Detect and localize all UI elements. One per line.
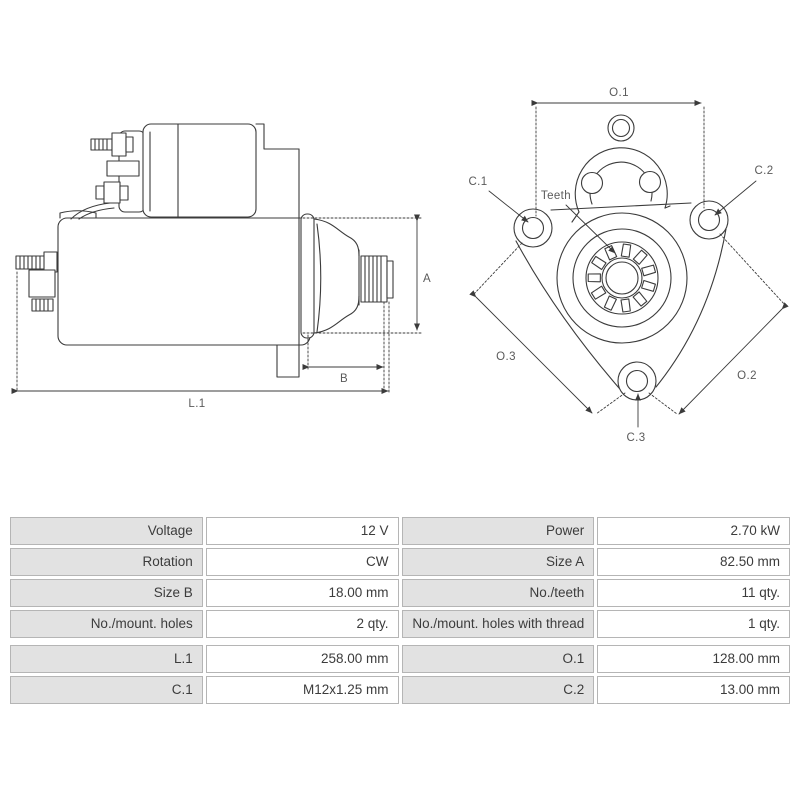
spec-value-l1: 258.00 mm [205,645,399,673]
mount-hole-c3 [625,369,649,393]
gear-tooth [591,255,607,271]
dim-line-o2 [648,233,789,415]
leader-line-c2 [714,180,757,216]
spec-label-mount-holes: No./mount. holes [10,610,203,638]
dim-label-c2: C.2 [754,165,773,177]
spec-value-size-a: 82.50 mm [597,548,790,576]
dim-line-a [302,214,422,334]
mount-hole-c1 [521,216,545,240]
spec-value-mount-holes-thread: 1 qty. [597,610,790,638]
gear-tooth [641,279,656,292]
dim-label-o3: O.3 [496,351,516,363]
spec-value-c2: 13.00 mm [597,676,790,704]
gear-tooth [632,249,648,265]
spec-label-teeth: No./teeth [401,579,595,607]
spec-table: Voltage 12 V Power 2.70 kW Rotation CW S… [10,517,790,704]
spec-label-mount-holes-thread: No./mount. holes with thread [401,610,595,638]
mounting-holes [521,208,721,393]
gear-tooth [590,285,607,300]
spec-value-rotation: CW [205,548,399,576]
gear-tooth [603,295,617,311]
spec-label-size-b: Size B [10,579,203,607]
spec-value-power: 2.70 kW [597,517,790,545]
spec-label-l1: L.1 [10,645,203,673]
technical-diagram: A B L.1 [11,87,789,444]
motor-body [57,210,311,346]
gear-tooth [641,264,657,277]
gear-tooth [632,291,648,307]
dim-line-o1 [531,100,705,217]
dim-label-c3: C.3 [626,432,645,444]
solenoid-wire [70,202,115,220]
drive-housing-bracket [255,123,300,378]
dim-label-b: B [340,373,348,385]
spec-value-o1: 128.00 mm [597,645,790,673]
spec-label-power: Power [401,517,595,545]
mount-hole-c2 [697,208,721,232]
gear-tooth [587,273,601,283]
spec-value-size-b: 18.00 mm [205,579,399,607]
gear-icon [587,243,657,313]
solenoid-terminals [70,132,140,220]
dim-label-c1: C.1 [468,176,487,188]
spec-label-o1: O.1 [401,645,595,673]
spec-value-voltage: 12 V [205,517,399,545]
dim-label-o2: O.2 [737,370,757,382]
dim-line-o3 [469,242,626,415]
spec-label-size-a: Size A [401,548,595,576]
spec-label-rotation: Rotation [10,548,203,576]
top-arch [571,114,671,223]
dim-label-l1: L.1 [188,398,205,410]
front-view-drawing: O.1 O.3 O.2 C.1 C.2 C.3 [468,87,789,444]
spec-value-teeth: 11 qty. [597,579,790,607]
spec-label-c2: C.2 [401,676,595,704]
dim-label-teeth: Teeth [541,190,571,202]
leader-line-c1 [488,190,529,223]
dim-line-l1 [11,271,390,394]
spec-value-c1: M12x1.25 mm [205,676,399,704]
solenoid [118,123,257,218]
side-view-drawing: A B L.1 [11,123,431,410]
dim-line-b [302,301,385,393]
spec-label-voltage: Voltage [10,517,203,545]
terminal-stud-left [15,251,58,312]
leader-line-teeth [565,204,616,254]
spec-value-mount-holes: 2 qty. [205,610,399,638]
pinion-gear [360,255,394,303]
dim-label-a: A [423,273,431,285]
spec-label-c1: C.1 [10,676,203,704]
center-bore [556,212,688,344]
gear-tooth [620,298,631,313]
dim-label-o1: O.1 [609,87,629,99]
gear-tooth [620,243,632,258]
drive-end [300,213,394,339]
table-group-divider [10,641,790,642]
